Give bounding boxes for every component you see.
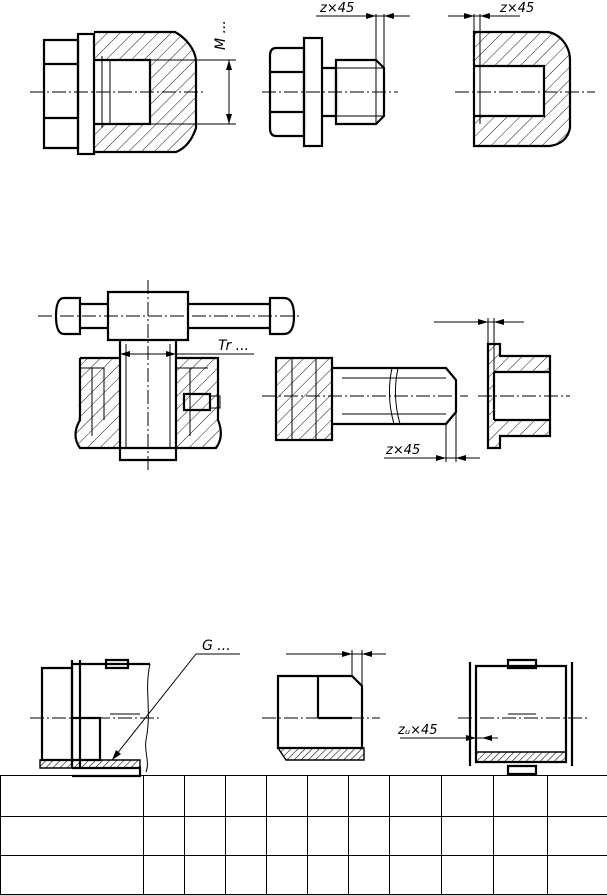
- table-cell: [267, 776, 308, 817]
- spec-table: [0, 775, 607, 895]
- table-cell: [185, 776, 226, 817]
- table-cell: [267, 817, 308, 856]
- metric-nut-section: [448, 13, 595, 146]
- pipe-end-section: [262, 650, 386, 760]
- table-cell: [349, 817, 390, 856]
- table-cell: [494, 776, 548, 817]
- table-cell: [144, 817, 185, 856]
- table-cell: [442, 856, 494, 895]
- trapezoidal-nut-section: [434, 318, 570, 448]
- table-cell: [1, 817, 144, 856]
- trapezoidal-screw-view: [262, 358, 480, 462]
- table-cell: [548, 856, 607, 895]
- chamfer-label-2: z×45: [499, 1, 534, 16]
- table-row: [1, 776, 607, 817]
- chamfer-label-3: z×45: [385, 443, 420, 458]
- chamfer-label-4: zᵤ×45: [397, 723, 438, 738]
- table-cell: [308, 856, 349, 895]
- pipe-coupling-section: [400, 660, 590, 774]
- table-cell: [390, 856, 442, 895]
- table-cell: [390, 817, 442, 856]
- table-cell: [226, 856, 267, 895]
- pipe-fitting-assembly: [30, 654, 240, 776]
- table-cell: [349, 776, 390, 817]
- thread-tr-label: Tr ...: [218, 338, 249, 354]
- table-cell: [442, 817, 494, 856]
- table-row: [1, 817, 607, 856]
- chamfer-label-1: z×45: [319, 1, 354, 16]
- table-cell: [349, 856, 390, 895]
- table-cell: [494, 856, 548, 895]
- table-cell: [390, 776, 442, 817]
- table-cell: [308, 817, 349, 856]
- table-cell: [1, 776, 144, 817]
- table-cell: [185, 856, 226, 895]
- metric-bolt: [262, 13, 410, 146]
- table-cell: [548, 817, 607, 856]
- table-cell: [1, 856, 144, 895]
- table-cell: [442, 776, 494, 817]
- trapezoidal-vise-assembly: [38, 280, 300, 470]
- table-cell: [548, 776, 607, 817]
- table-cell: [226, 817, 267, 856]
- metric-thread-assembly: [30, 32, 236, 154]
- table-row: [1, 856, 607, 895]
- table-cell: [144, 856, 185, 895]
- thread-g-label: G ...: [202, 638, 231, 654]
- thread-m-label: M ...: [213, 20, 229, 50]
- table-cell: [226, 776, 267, 817]
- table-cell: [144, 776, 185, 817]
- table-cell: [494, 817, 548, 856]
- table-cell: [185, 817, 226, 856]
- table-cell: [267, 856, 308, 895]
- table-cell: [308, 776, 349, 817]
